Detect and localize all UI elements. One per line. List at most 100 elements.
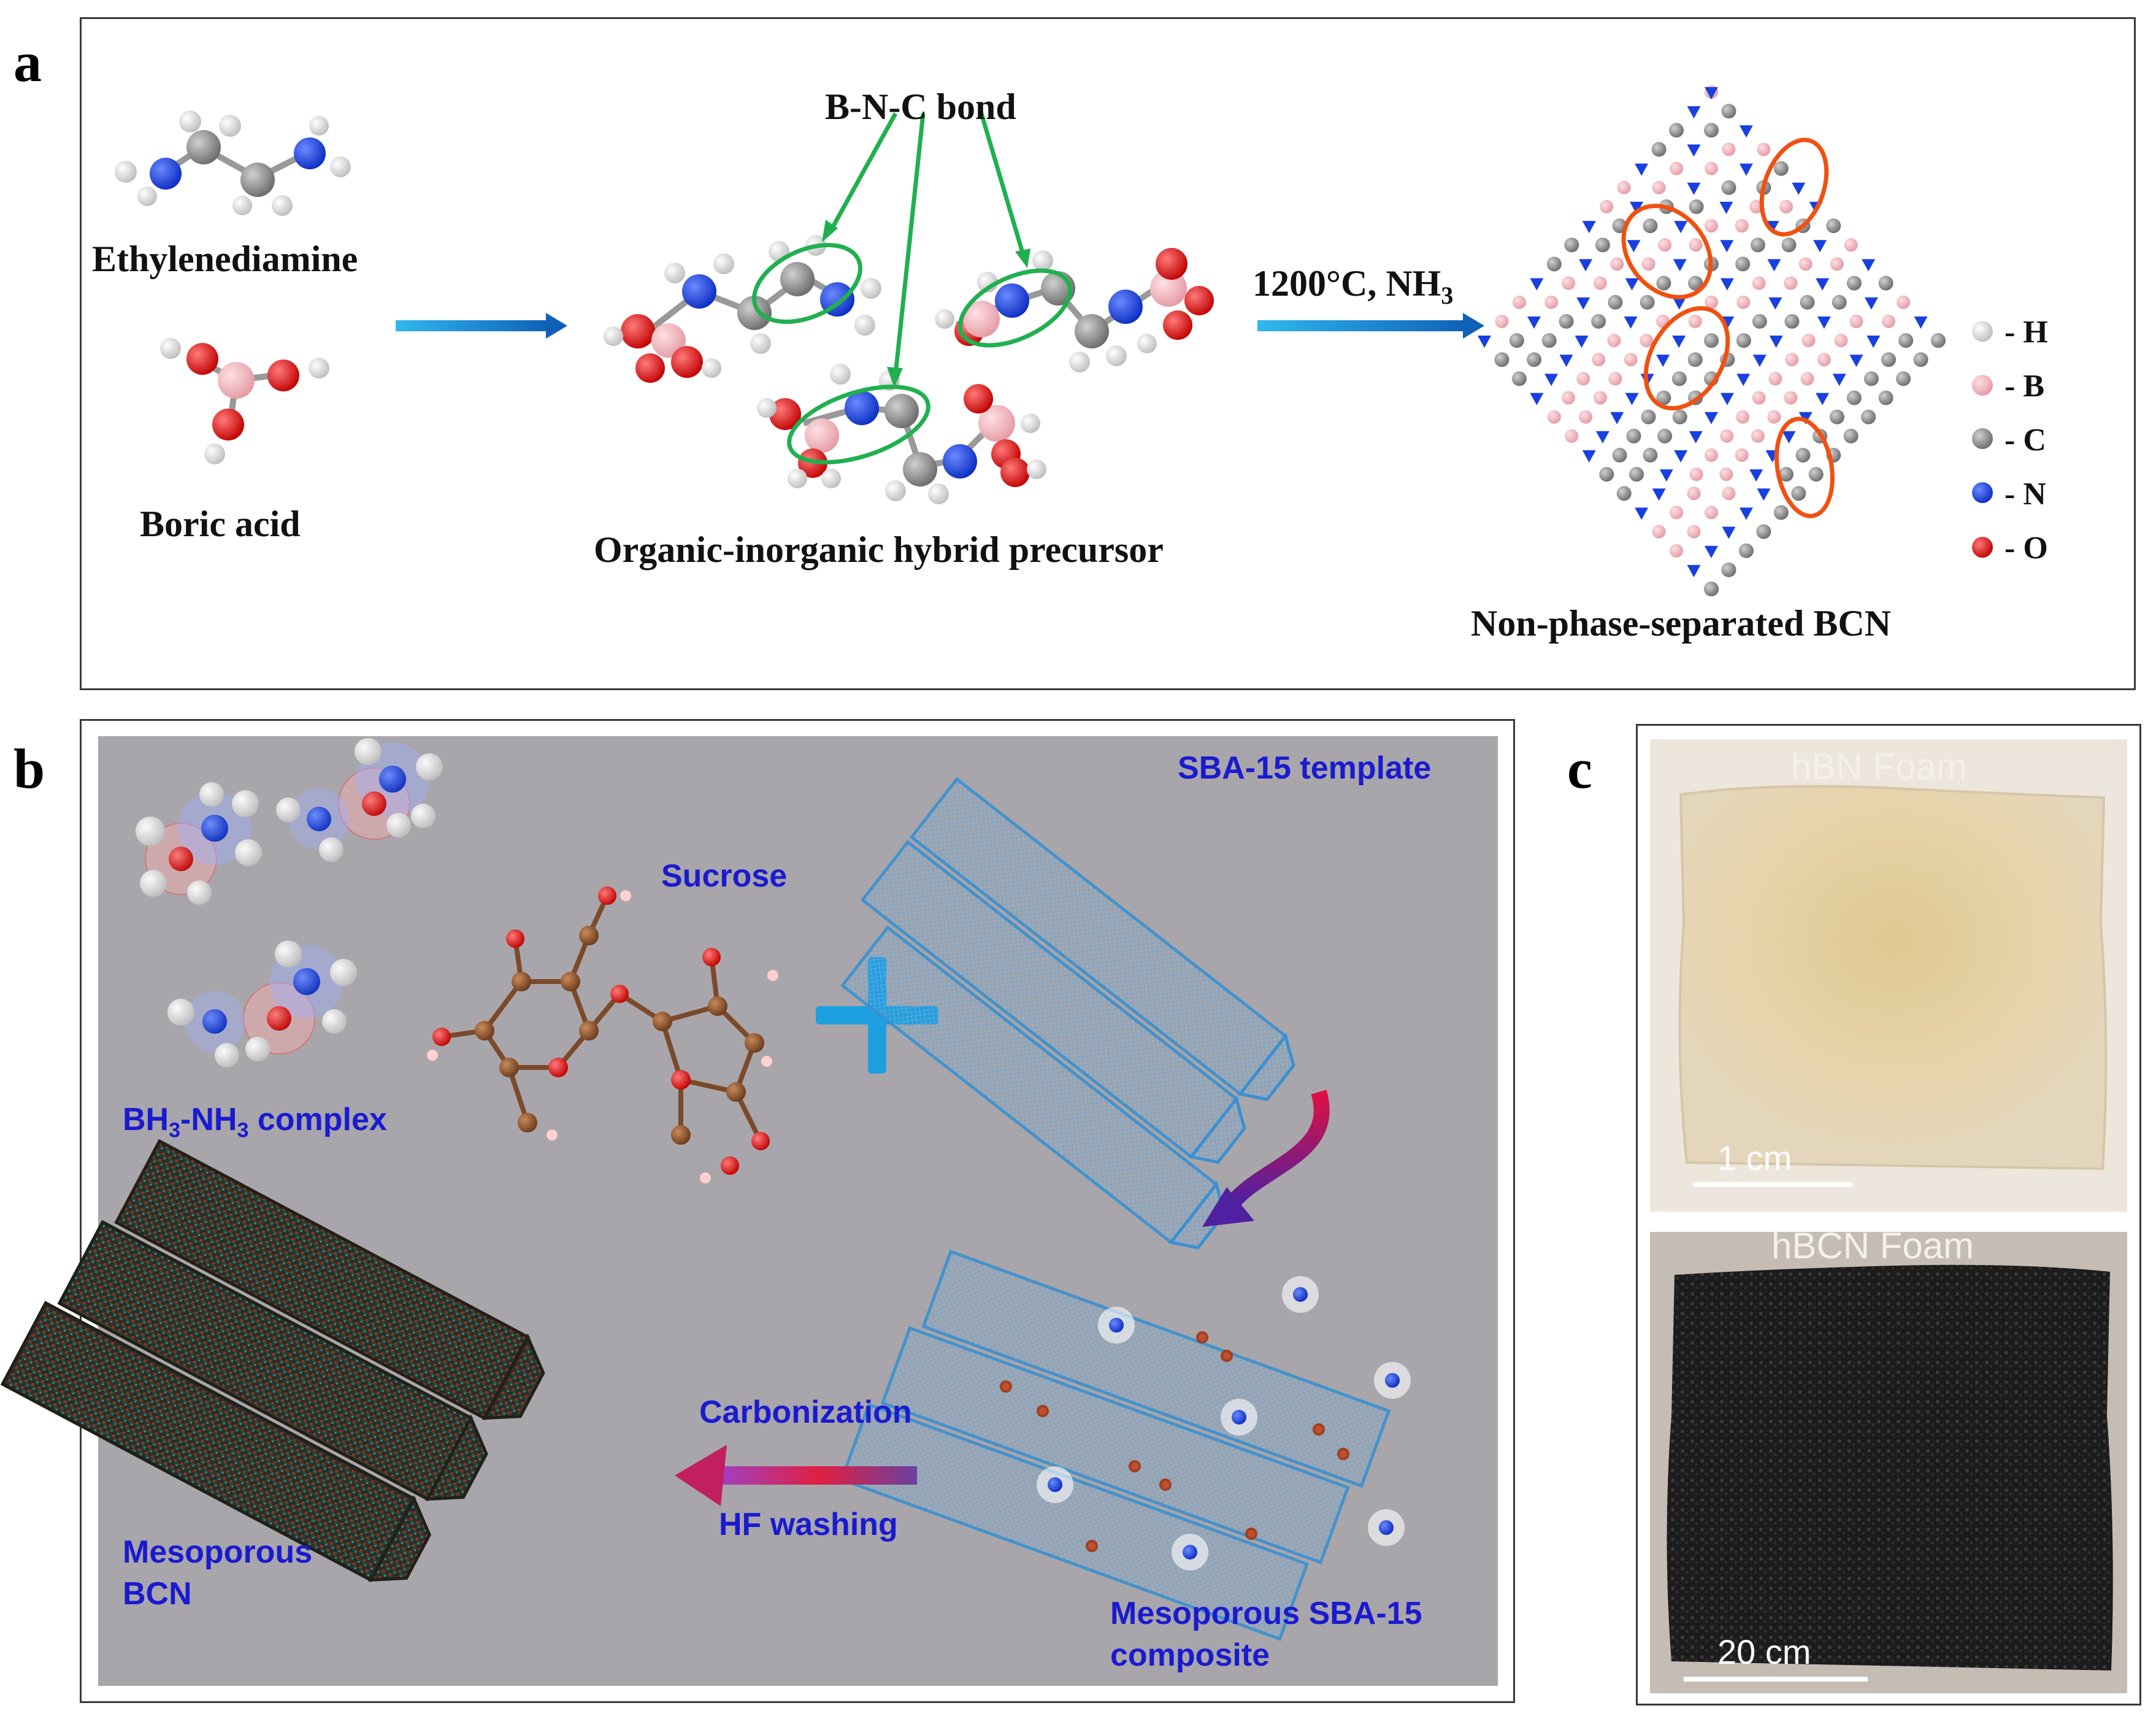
- lattice-atom-b: [1752, 276, 1766, 290]
- lattice-atom-c: [1800, 294, 1815, 310]
- lattice-atom-c: [1750, 237, 1765, 253]
- lattice-atom-c: [1656, 275, 1671, 291]
- lattice-atom-c: [1752, 313, 1767, 329]
- lattice-atom-c: [1736, 333, 1751, 348]
- lattice-atom-n: [1582, 450, 1596, 463]
- hbcn-scale-label: 20 cm: [1717, 1632, 1811, 1671]
- lattice-atom-b: [1722, 486, 1736, 501]
- mesoporous-bcn-label-1: Mesoporous: [123, 1534, 313, 1570]
- lattice-atom-b: [1722, 142, 1736, 156]
- lattice-atom-c: [1546, 256, 1562, 272]
- lattice-atom-b: [1600, 199, 1614, 213]
- lattice-atom-n: [1769, 336, 1783, 348]
- panel-b-frame: [80, 719, 1515, 1703]
- lattice-atom-b: [1752, 391, 1766, 405]
- lattice-atom-n: [1530, 278, 1544, 291]
- lattice-atom-n: [1720, 393, 1734, 406]
- lattice-atom-b: [1784, 276, 1798, 290]
- lattice-atom-n: [1866, 336, 1881, 348]
- lattice-atom-c: [1643, 447, 1658, 463]
- lattice-atom-n: [1705, 87, 1718, 99]
- lattice-atom-n: [1530, 393, 1544, 406]
- legend-atoms: [1972, 321, 1993, 558]
- hbn-foam-label: hBN Foam: [1791, 746, 1967, 787]
- lattice-atom-b: [1768, 372, 1782, 386]
- lattice-atom-b: [1705, 219, 1718, 233]
- lattice-atom-c: [1626, 428, 1641, 444]
- lattice-atom-n: [1687, 144, 1701, 157]
- lattice-atom-c: [1721, 180, 1736, 195]
- lattice-atom-c: [1808, 467, 1824, 482]
- lattice-atom-b: [1849, 314, 1863, 328]
- lattice-atom-b: [1562, 276, 1576, 290]
- lattice-atom-c: [1738, 543, 1754, 558]
- lattice-atom-b: [1512, 295, 1526, 309]
- lattice-atom-n: [1635, 507, 1649, 520]
- lattice-atom-n: [1736, 374, 1751, 386]
- lattice-atom-c: [1656, 390, 1671, 406]
- lattice-atom-c: [1756, 524, 1771, 539]
- sba15-template: [840, 777, 1295, 1250]
- lattice-atom-b: [1607, 334, 1621, 347]
- lattice-atom-b: [1652, 525, 1666, 539]
- lattice-atom-n: [1674, 221, 1688, 234]
- lattice-atom-c: [1564, 237, 1579, 253]
- legend-label-h: - H: [2004, 315, 2048, 350]
- panel-letter-a: a: [13, 31, 42, 93]
- lattice-atom-c: [1511, 371, 1527, 386]
- lattice-atom-b: [1757, 142, 1771, 156]
- arrow-to-precursor: [396, 313, 567, 339]
- lattice-atom-n: [1705, 545, 1718, 558]
- sba15-composite: [839, 1249, 1411, 1641]
- lattice-atom-n: [1527, 316, 1541, 329]
- lattice-atom-c: [1657, 428, 1673, 444]
- sba15-template-label: SBA-15 template: [1178, 750, 1432, 786]
- bh3-nh3-complexes: [136, 738, 443, 1067]
- lattice-atom-b: [1705, 295, 1718, 309]
- lattice-atom-b: [1670, 161, 1684, 175]
- lattice-atom-b: [1640, 334, 1654, 347]
- lattice-atom-n: [1739, 507, 1753, 520]
- lattice-atom-b: [1719, 467, 1733, 482]
- lattice-atom-n: [1687, 564, 1701, 577]
- lattice-atom-b: [1608, 372, 1622, 386]
- boric-acid-molecule: [160, 338, 329, 464]
- hbn-foam-photo: hBN Foam 1 cm: [1650, 739, 2127, 1212]
- lattice-atom-c: [1826, 218, 1841, 234]
- lattice-atom-b: [1785, 353, 1799, 367]
- lattice-atom-c: [1527, 352, 1542, 367]
- lattice-atom-n: [1739, 163, 1753, 176]
- lattice-atom-c: [1791, 486, 1806, 501]
- bond-label: B-N-C bond: [825, 87, 1016, 127]
- lattice-atom-c: [1843, 428, 1859, 444]
- lattice-atom-c: [1704, 582, 1719, 596]
- lattice-atom-n: [1864, 297, 1878, 310]
- lattice-atom-n: [1752, 355, 1767, 367]
- lattice-atom-c: [1829, 409, 1844, 425]
- lattice-atom-c: [1671, 371, 1687, 386]
- lattice-atom-n: [1914, 316, 1928, 329]
- lattice-atom-n: [1862, 259, 1876, 272]
- lattice-atom-n: [1720, 278, 1734, 291]
- bcn-product-label: Non-phase-separated BCN: [1471, 603, 1892, 644]
- legend-label-c: - C: [2004, 423, 2046, 458]
- lattice-atom-n: [1673, 259, 1687, 272]
- lattice-atom-c: [1599, 467, 1614, 482]
- lattice-atom-b: [1735, 448, 1749, 462]
- panel-letter-b: b: [13, 737, 45, 800]
- arrow-to-bcn: [1257, 313, 1484, 339]
- lattice-atom-n: [1582, 221, 1596, 234]
- bcn-highlight-rings: [1621, 137, 1835, 518]
- lattice-atom-c: [1640, 294, 1655, 310]
- lattice-atom-c: [1846, 390, 1862, 406]
- composite-label-1: Mesoporous SBA-15: [1110, 1596, 1422, 1631]
- lattice-atom-c: [1687, 352, 1703, 367]
- lattice-atom-b: [1670, 544, 1684, 558]
- lattice-atom-c: [1784, 313, 1800, 329]
- carbonization-arrow: [675, 1445, 917, 1506]
- lattice-atom-n: [1687, 106, 1701, 119]
- lattice-atom-b: [1735, 219, 1749, 233]
- lattice-atom-n: [1579, 259, 1593, 272]
- lattice-atom-c: [1881, 352, 1896, 367]
